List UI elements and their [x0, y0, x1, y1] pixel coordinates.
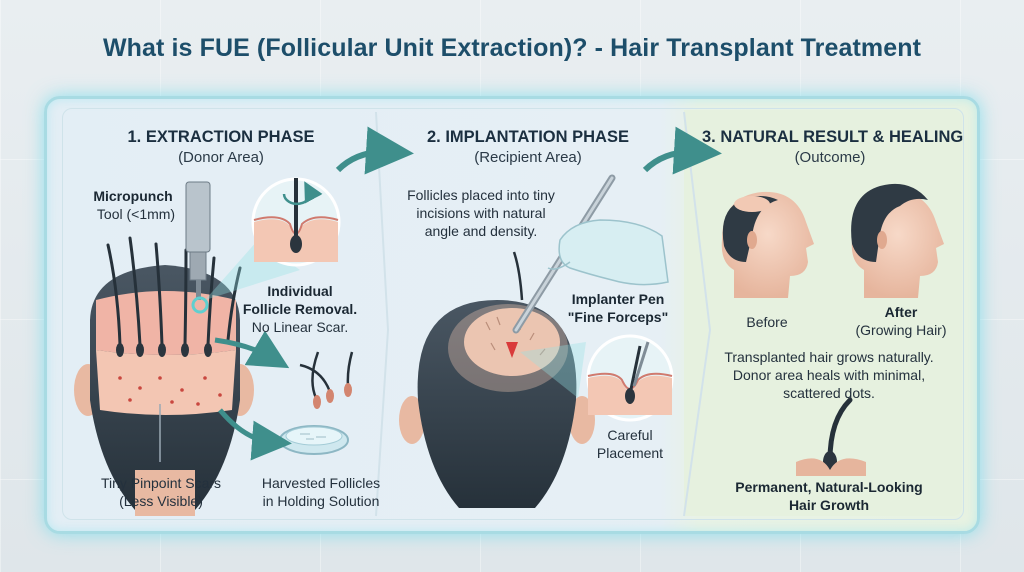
removal-label-line3: No Linear Scar.: [251, 319, 349, 335]
recipient-head-illustration: [399, 300, 595, 508]
harvest-label-line1: Harvested Follicles: [261, 475, 381, 491]
footer-label-line2: Hair Growth: [788, 497, 870, 513]
section-divider-2: [683, 111, 712, 517]
removal-label-line1: Individual: [267, 283, 333, 299]
placement-label-line2: Placement: [596, 445, 664, 461]
harvest-arrow-icon: [218, 408, 292, 461]
placement-zoom: [520, 334, 674, 422]
phase2-desc-line1: Follicles placed into tiny: [407, 187, 555, 203]
phase3-desc-line1: Transplanted hair grows naturally.: [724, 349, 934, 365]
harvest-label-line2: in Holding Solution: [262, 493, 380, 509]
pen-label-line2: "Fine Forceps": [567, 309, 669, 325]
phase1-subheading: (Donor Area): [178, 149, 264, 166]
scars-label-line1: Tiny Pinpoint Scars: [100, 475, 222, 491]
micropunch-tool-icon: [185, 181, 211, 314]
phase3-desc-line2: Donor area heals with minimal,: [732, 367, 926, 383]
result-section-background: [684, 110, 962, 516]
after-profile-icon: [851, 183, 944, 298]
placement-label-line1: Careful: [607, 427, 653, 443]
section-divider-1: [375, 111, 390, 517]
phase2-subheading: (Recipient Area): [474, 149, 582, 166]
after-sublabel: (Growing Hair): [855, 322, 947, 338]
transition-arrow-2-icon: [642, 126, 722, 175]
phase2-desc-line3: angle and density.: [424, 223, 538, 239]
single-hair-icon: [796, 397, 866, 476]
tool-label-line2: Tool (<1mm): [96, 206, 176, 222]
phase3-heading: 3. NATURAL RESULT & HEALING: [702, 128, 964, 146]
after-label: After: [884, 304, 918, 320]
harvested-follicles-icon: [299, 351, 354, 409]
donor-head-illustration: [74, 236, 254, 516]
removal-label-line2: Follicle Removal.: [242, 301, 358, 317]
phase2-desc-line2: incisions with natural: [416, 205, 546, 221]
panel-inner-frame: [62, 108, 964, 520]
before-profile-icon: [721, 191, 814, 298]
footer-label-line1: Permanent, Natural-Looking: [735, 479, 923, 495]
pen-label-line1: Implanter Pen: [571, 291, 665, 307]
phase3-desc-line3: scattered dots.: [783, 385, 875, 401]
gloved-hand-icon: [547, 219, 669, 286]
petri-dish-icon: [279, 425, 349, 455]
extraction-arrow-icon: [214, 330, 290, 369]
scars-label-line2: (Less Visible): [119, 493, 203, 509]
phase3-subheading: (Outcome): [794, 149, 866, 166]
before-label: Before: [746, 314, 788, 330]
phase1-heading: 1. EXTRACTION PHASE: [127, 128, 315, 146]
phase2-heading: 2. IMPLANTATION PHASE: [427, 128, 629, 146]
tool-label-line1: Micropunch: [93, 188, 173, 204]
follicle-removal-zoom: [205, 177, 341, 300]
transition-arrow-1-icon: [335, 126, 414, 175]
page-title: What is FUE (Follicular Unit Extraction)…: [102, 34, 922, 62]
